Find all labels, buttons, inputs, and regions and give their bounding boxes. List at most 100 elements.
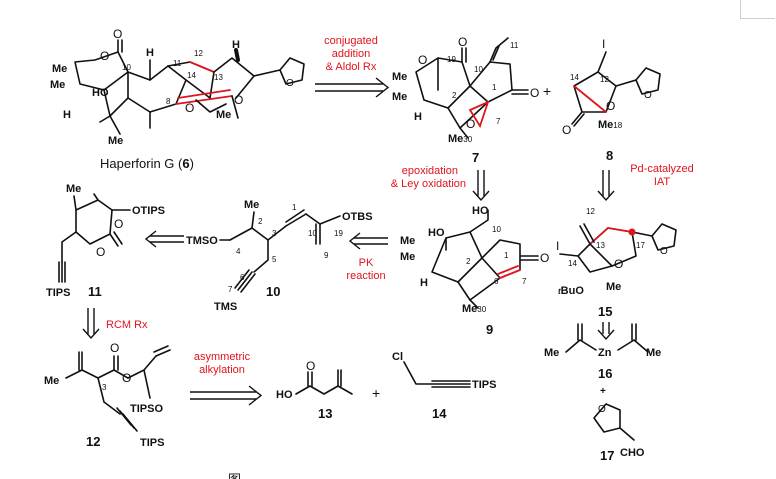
plus-sign-3: + xyxy=(600,386,606,397)
structure-15 xyxy=(559,223,677,273)
step-rcm: RCM Rx xyxy=(106,319,148,331)
c7-num-2: 2 xyxy=(452,91,457,100)
c10-num-2: 2 xyxy=(258,217,263,226)
c11-me: Me xyxy=(66,183,81,195)
c7-o-epox: O xyxy=(466,117,475,131)
retro-arrow-1 xyxy=(315,77,390,98)
step-pd-2: IAT xyxy=(654,176,671,188)
c14-tips: TIPS xyxy=(472,379,496,391)
c7-number: 7 xyxy=(472,150,479,165)
hap-me-b: Me xyxy=(50,79,65,91)
c10-number: 10 xyxy=(266,284,280,299)
step-conjugated-3: & Aldol Rx xyxy=(326,61,377,73)
c9-ho-left: HO xyxy=(428,227,445,239)
hap-h-top: H xyxy=(146,47,154,59)
c16-number: 16 xyxy=(598,366,612,381)
c15-o-ring: O xyxy=(614,257,623,271)
step-pk-1: PK xyxy=(359,257,374,269)
hap-me-mid: Me xyxy=(216,109,231,121)
hap-me-a: Me xyxy=(52,63,67,75)
c7-me-a: Me xyxy=(392,71,407,83)
c7-num-1: 1 xyxy=(492,83,497,92)
c9-me30: Me30 xyxy=(462,303,487,315)
hap-num-12: 12 xyxy=(194,49,203,58)
c14-number: 14 xyxy=(432,406,447,421)
c11-number: 11 xyxy=(88,284,102,299)
c10-otbs: OTBS xyxy=(342,211,373,223)
structure-7 xyxy=(415,37,529,139)
hap-ho: HO xyxy=(92,87,109,99)
c16-me-left: Me xyxy=(544,347,559,359)
c15-num-13: 13 xyxy=(596,241,605,250)
c15-num-17: 17 xyxy=(636,241,645,250)
c9-h: H xyxy=(420,277,428,289)
hap-num-13: 13 xyxy=(214,73,223,82)
structure-12 xyxy=(65,345,171,432)
c7-h: H xyxy=(414,111,422,123)
c15-otbu: tBuO xyxy=(558,285,584,297)
c9-num-2: 2 xyxy=(466,257,471,266)
c12-number: 12 xyxy=(86,434,100,449)
retro-arrow-11-to-12 xyxy=(82,308,100,340)
c10-num-5: 5 xyxy=(272,255,277,264)
hap-name: Haperforin G (6) xyxy=(100,156,194,171)
c15-num-12: 12 xyxy=(586,207,595,216)
c13-number: 13 xyxy=(318,406,332,421)
c8-i: I xyxy=(602,37,605,51)
hap-me-bottom: Me xyxy=(108,135,123,147)
step-epoxidation-2: & Ley oxidation xyxy=(391,178,466,190)
hap-h-left: H xyxy=(63,109,71,121)
c7-o-carbonyl: O xyxy=(458,35,467,49)
plus-sign-2: + xyxy=(372,385,380,401)
structure-14 xyxy=(403,361,471,388)
c17-cho: CHO xyxy=(620,447,645,459)
c10-tmso: TMSO xyxy=(186,235,218,247)
structure-haperforin-g xyxy=(74,39,305,135)
c12-o-carbonyl: O xyxy=(110,341,119,355)
c10-num-1: 1 xyxy=(292,203,297,212)
c8-o-ring: O xyxy=(606,99,615,113)
c10-num-9: 9 xyxy=(324,251,329,260)
structure-13 xyxy=(295,369,353,395)
c15-i: I xyxy=(556,239,559,253)
c8-furan-o: O xyxy=(644,90,652,101)
step-conjugated-2: addition xyxy=(332,48,371,60)
c7-me30: Me30 xyxy=(448,133,473,145)
retro-arrow-8-to-15 xyxy=(597,170,615,202)
c10-num-7: 7 xyxy=(228,285,233,294)
c11-tips: TIPS xyxy=(46,287,70,299)
c12-num-3: 3 xyxy=(102,383,107,392)
c8-me18: Me18 xyxy=(598,119,623,131)
c8-num-14: 14 xyxy=(570,73,579,82)
c9-me-a: Me xyxy=(400,235,415,247)
retro-arrow-15-to-16 xyxy=(597,322,615,341)
c7-num-19: 19 xyxy=(447,55,456,64)
retro-arrow-12-to-13 xyxy=(190,385,263,406)
c10-tms: TMS xyxy=(214,301,237,313)
c12-o-ester: O xyxy=(122,371,131,385)
step-asymmetric-2: alkylation xyxy=(199,364,245,376)
c7-num-7: 7 xyxy=(496,117,501,126)
hap-num-10: 10 xyxy=(122,63,131,72)
c17-number: 17 xyxy=(600,448,614,463)
step-pk-2: reaction xyxy=(346,270,385,282)
c9-number: 9 xyxy=(486,322,493,337)
c9-me-b: Me xyxy=(400,251,415,263)
c7-me-b: Me xyxy=(392,91,407,103)
c17-o-ring: O xyxy=(598,404,606,415)
c7-o-ring: O xyxy=(418,53,427,67)
corner-frame xyxy=(740,0,775,19)
c9-num-1: 1 xyxy=(504,251,509,260)
hap-num-11: 11 xyxy=(173,59,182,68)
step-pd-1: Pd-catalyzed xyxy=(630,163,694,175)
retro-arrow-9-to-10 xyxy=(348,232,388,250)
c11-otips: OTIPS xyxy=(132,205,165,217)
c12-tips: TIPS xyxy=(140,437,164,449)
c9-num-6: 6 xyxy=(494,277,499,286)
c10-num-10: 10 xyxy=(308,229,317,238)
c16-zn: Zn xyxy=(598,347,612,359)
c7-o-ketone: O xyxy=(530,86,539,100)
c10-num-19: 19 xyxy=(334,229,343,238)
retro-arrow-7-to-9 xyxy=(472,170,490,202)
